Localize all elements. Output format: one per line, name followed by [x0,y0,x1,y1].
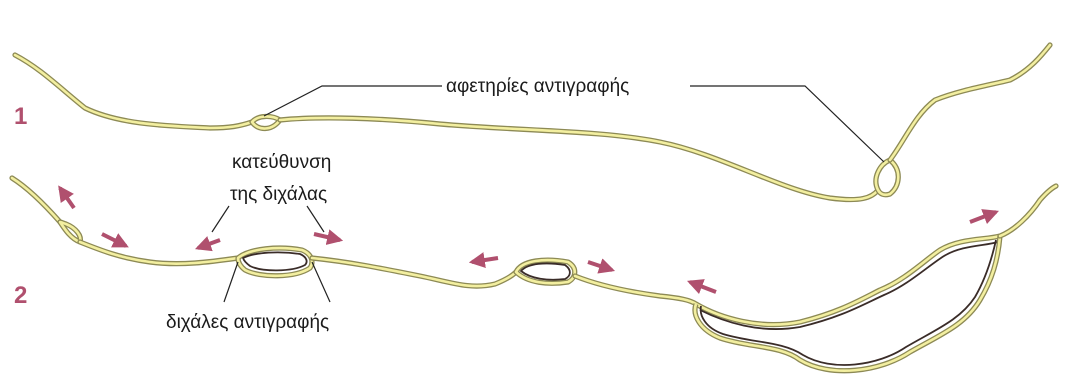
replication-bubble-1 [243,252,307,270]
fork-leader-right [312,262,330,302]
row-number-1: 1 [14,103,27,130]
direction-label-line1: κατεύθυνση [232,152,331,173]
row-number-2: 2 [14,282,27,309]
direction-leader-right [307,206,324,232]
origins-label: αφετηρίες αντιγραφής [446,76,629,97]
direction-label-line2: της διχάλας [230,184,327,205]
arrow-4 [314,234,340,240]
arrow-7 [690,282,716,292]
fork-arrows [60,188,996,292]
direction-leader-left [212,206,229,232]
dna-molecule-1 [15,45,1050,200]
fork-leader-left [224,262,238,302]
arrow-3 [198,240,220,248]
replication-bubble-3-top [700,242,998,329]
arrow-5 [472,258,498,262]
arrow-8 [970,212,996,222]
arrow-2 [102,234,126,246]
dna-molecule-2 [12,178,1056,371]
origin-leader-left [264,86,442,116]
forks-label: διχάλες αντιγραφής [166,312,329,333]
arrow-1 [60,188,74,208]
origin-leader-right [690,86,884,162]
arrow-6 [588,262,612,270]
